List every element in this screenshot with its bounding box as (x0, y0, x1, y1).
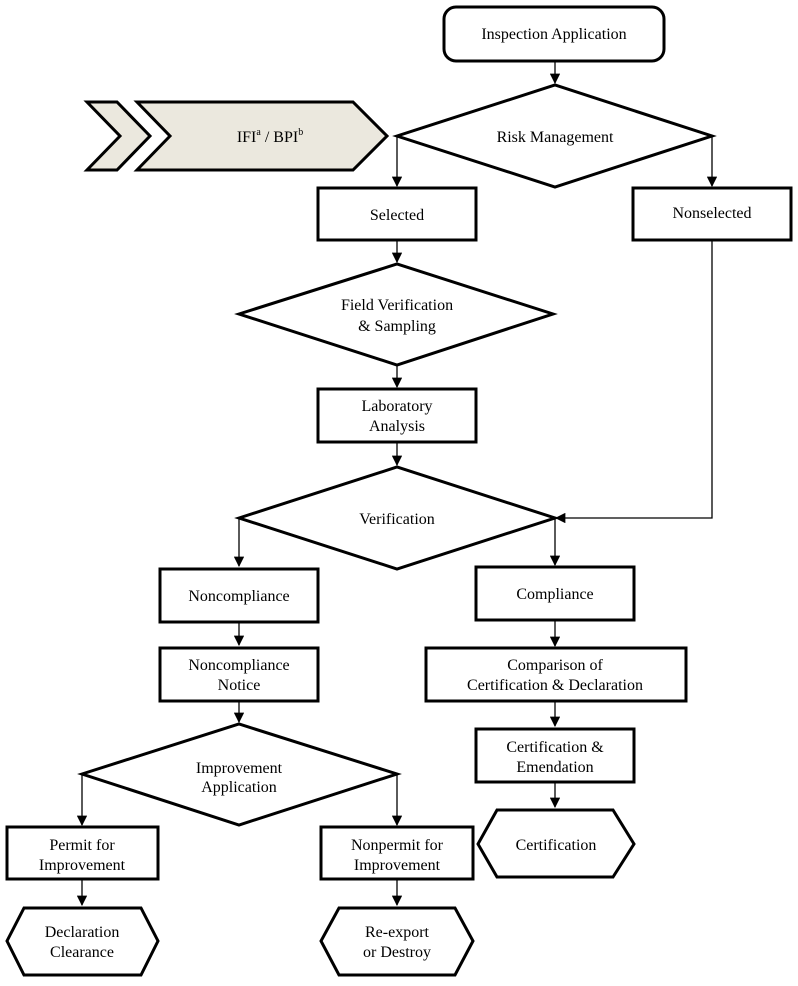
selected-label: Selected (370, 207, 424, 224)
node-permit-for-improvement: Permit for Improvement (5, 825, 160, 881)
node-compliance: Compliance (474, 565, 636, 622)
connectors (76, 61, 718, 907)
reexport-line2: or Destroy (363, 944, 431, 961)
node-comparison: Comparison of Certification & Declaratio… (424, 646, 688, 703)
noncompliance-notice-line1: Noncompliance (188, 657, 289, 674)
chevron-small-icon (83, 100, 153, 172)
reexport-line1: Re-export (365, 924, 430, 941)
permit-line1: Permit for (49, 837, 115, 854)
risk-management-label: Risk Management (497, 129, 614, 146)
node-certification-emendation: Certification & Emendation (474, 727, 636, 784)
node-nonpermit-for-improvement: Nonpermit for Improvement (319, 825, 475, 881)
node-nonselected: Nonselected (631, 186, 793, 242)
compliance-label: Compliance (516, 586, 593, 603)
node-verification: Verification (234, 465, 560, 571)
node-noncompliance-notice: Noncompliance Notice (158, 646, 320, 703)
comparison-line1: Comparison of (507, 657, 603, 674)
node-declaration-clearance: Declaration Clearance (5, 906, 160, 977)
node-reexport-or-destroy: Re-export or Destroy (319, 906, 475, 977)
laboratory-analysis-line1: Laboratory (361, 398, 432, 415)
nonselected-label: Nonselected (672, 205, 751, 222)
chevron-large-icon (133, 100, 390, 172)
node-laboratory-analysis: Laboratory Analysis (316, 387, 478, 444)
field-verification-line1: Field Verification (341, 297, 453, 314)
node-field-verification: Field Verification & Sampling (234, 262, 558, 367)
ifi-bpi-chevron: IFIa / BPIb (83, 100, 390, 172)
improvement-application-line1: Improvement (196, 760, 283, 777)
certification-emendation-line2: Emendation (516, 759, 593, 776)
node-risk-management: Risk Management (392, 83, 717, 189)
noncompliance-notice-line2: Notice (218, 677, 261, 694)
node-inspection-application: Inspection Application (442, 5, 666, 63)
field-verification-line2: & Sampling (358, 318, 436, 335)
node-selected: Selected (316, 186, 478, 242)
nonpermit-line2: Improvement (354, 857, 441, 874)
certification-label: Certification (516, 837, 597, 854)
verification-label: Verification (359, 511, 435, 528)
permit-line2: Improvement (39, 857, 126, 874)
noncompliance-label: Noncompliance (188, 588, 289, 605)
node-noncompliance: Noncompliance (158, 567, 320, 624)
inspection-application-label: Inspection Application (481, 26, 626, 43)
nonpermit-line1: Nonpermit for (351, 837, 444, 854)
comparison-line2: Certification & Declaration (467, 677, 643, 694)
ifi-bpi-label: IFIa / BPIb (237, 127, 303, 146)
improvement-application-line2: Application (201, 779, 277, 796)
node-certification: Certification (476, 808, 636, 879)
declaration-clearance-line2: Clearance (50, 944, 114, 961)
node-improvement-application: Improvement Application (77, 722, 402, 827)
laboratory-analysis-line2: Analysis (369, 418, 425, 435)
declaration-clearance-line1: Declaration (45, 924, 120, 941)
arrow-nonselected-to-verification (554, 240, 713, 524)
certification-emendation-line1: Certification & (506, 739, 604, 756)
